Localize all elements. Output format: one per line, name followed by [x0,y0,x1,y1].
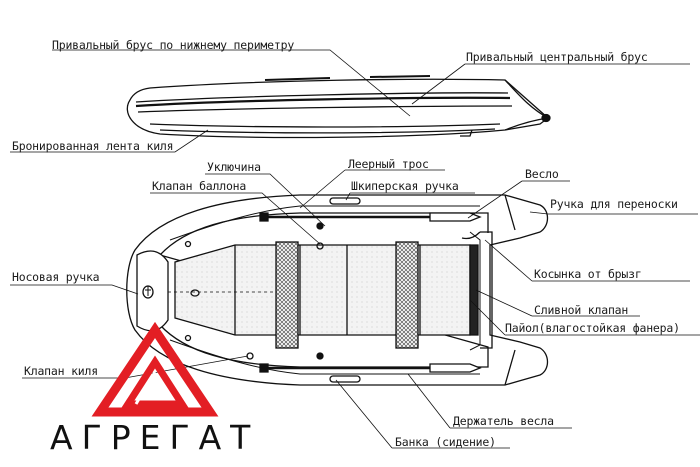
label-skipper-handle: Шкиперская ручка [351,179,459,193]
label-lifeline: Леерный трос [348,157,429,171]
label-rub-strake-bottom: Привальный брус по нижнему периметру [52,38,295,52]
label-oar-holder: Держатель весла [453,414,554,428]
label-floor: Пайол(влагостойкая фанера) [505,321,680,335]
label-splash-guard: Косынка от брызг [534,267,642,281]
label-oarlock: Уключина [207,160,261,174]
label-seat: Банка (сидение) [395,435,496,449]
label-tube-valve: Клапан баллона [152,179,247,193]
top-view [126,194,549,386]
label-bow-handle: Носовая ручка [12,270,100,284]
label-rub-strake-center: Привальный центральный брус [466,50,648,64]
brand-name: АГРЕГАТ [50,418,260,457]
side-view [126,75,551,139]
label-oar: Весло [525,167,559,181]
label-keel-tape: Бронированная лента киля [12,139,174,153]
label-keel-valve: Клапан киля [24,364,98,378]
label-carry-handle: Ручка для переноски [550,197,678,211]
label-drain-valve: Сливной клапан [534,303,629,317]
brand-logo-triangle [91,321,219,417]
leader-lines [10,49,700,449]
